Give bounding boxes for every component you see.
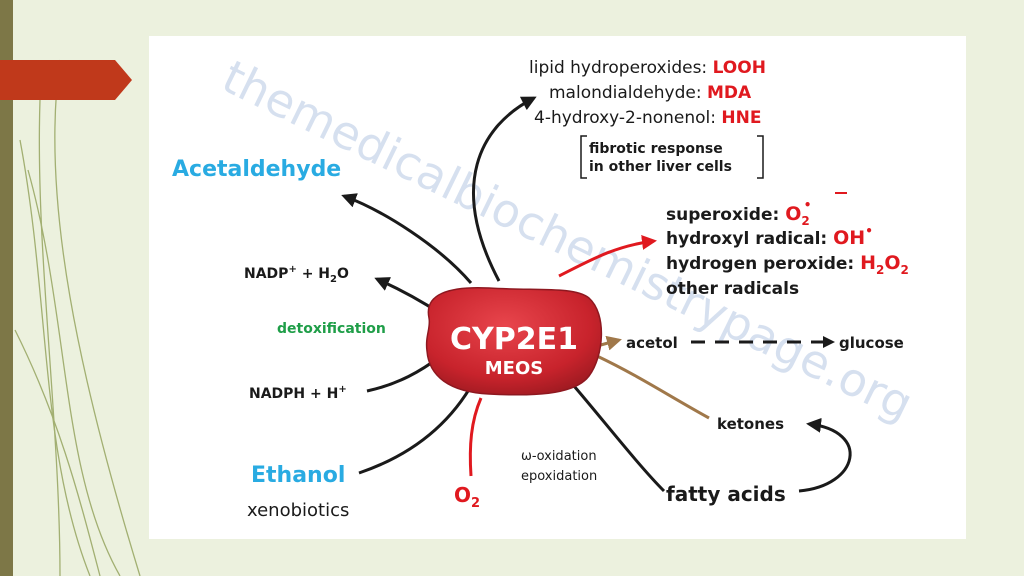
cyp2e1-diagram: themedicalbiochemistrypage.org CYP2E1 ME… bbox=[172, 49, 921, 521]
acetol-label: acetol bbox=[626, 334, 678, 352]
fatty-acids-label: fatty acids bbox=[666, 482, 786, 506]
hydroxyl-line: hydroxyl radical: OH• bbox=[666, 224, 873, 249]
cyp2e1-enzyme-blob bbox=[425, 286, 603, 396]
hydroxy-nonenol-line: 4-hydroxy-2-nonenol: HNE bbox=[534, 108, 762, 128]
glucose-label: glucose bbox=[839, 334, 904, 352]
oxygen-label: O2 bbox=[454, 483, 480, 511]
slide-decorative-lines bbox=[0, 59, 141, 576]
line-to-fatty-acids bbox=[572, 385, 666, 493]
line-from-ethanol bbox=[358, 380, 476, 475]
peroxide-line: hydrogen peroxide: H2O2 bbox=[666, 252, 909, 277]
dashed-arrow-head bbox=[823, 336, 835, 348]
arrow-to-acetaldehyde bbox=[341, 193, 473, 284]
ethanol-label: Ethanol bbox=[251, 463, 345, 488]
fibrotic-line-2: in other liver cells bbox=[589, 159, 732, 175]
nadp-h2o-label: NADP+ + H2O bbox=[244, 264, 349, 285]
epoxidation-label: epoxidation bbox=[521, 469, 597, 484]
acetaldehyde-label: Acetaldehyde bbox=[172, 157, 341, 182]
fibrotic-bracket-right bbox=[757, 135, 764, 179]
xenobiotics-label: xenobiotics bbox=[247, 500, 349, 521]
ketones-loop-arrow bbox=[798, 417, 852, 493]
fibrotic-bracket-left bbox=[580, 135, 587, 179]
line-from-oxygen bbox=[468, 397, 483, 477]
arrow-to-lipid-products bbox=[472, 96, 537, 282]
enzyme-name: CYP2E1 bbox=[450, 322, 578, 357]
lipid-hydroperoxides-line: lipid hydroperoxides: LOOH bbox=[529, 58, 766, 78]
detoxification-label: detoxification bbox=[277, 321, 386, 337]
superoxide-line: superoxide: O2• bbox=[666, 198, 811, 228]
enzyme-system: MEOS bbox=[485, 358, 543, 379]
nadph-label: NADPH + H+ bbox=[249, 384, 347, 402]
omega-oxidation-label: ω-oxidation bbox=[521, 449, 597, 464]
diagram-panel: themedicalbiochemistrypage.org CYP2E1 ME… bbox=[149, 36, 966, 539]
line-from-ketones bbox=[596, 354, 710, 420]
fibrotic-line-1: fibrotic response bbox=[589, 141, 723, 157]
ketones-label: ketones bbox=[717, 415, 784, 433]
slide-sidebar-bar bbox=[0, 0, 13, 576]
title-accent-arrow bbox=[0, 60, 132, 100]
other-radicals-line: other radicals bbox=[666, 279, 799, 299]
malondialdehyde-line: malondialdehyde: MDA bbox=[549, 83, 752, 103]
arrow-to-radicals bbox=[558, 235, 657, 278]
